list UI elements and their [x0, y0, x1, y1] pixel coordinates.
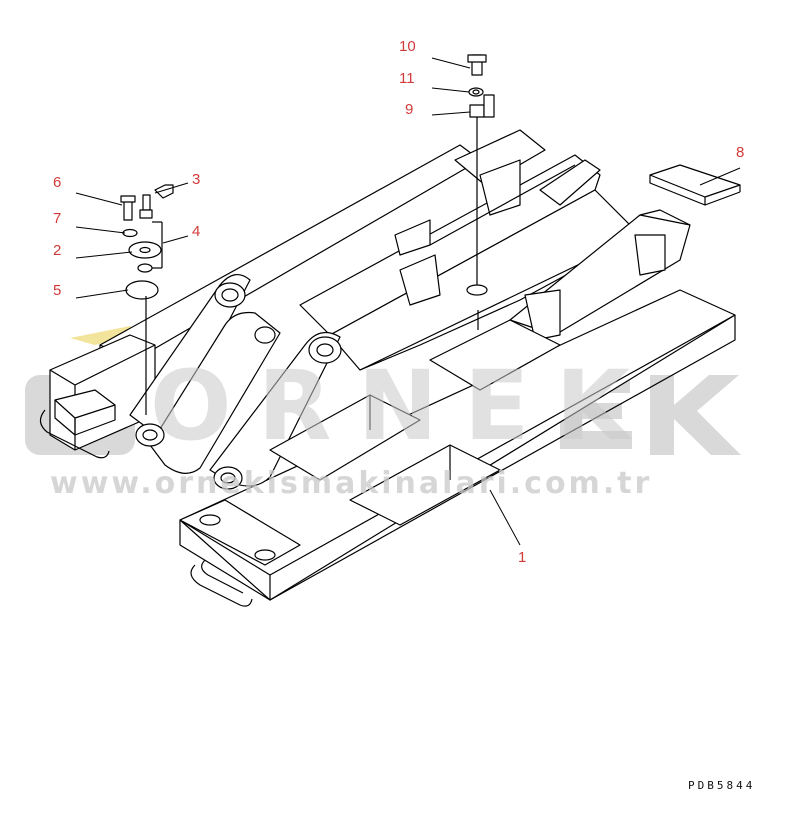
- leader-lines: [75, 57, 741, 546]
- callout-5: 5: [53, 282, 62, 299]
- callout-3: 3: [192, 171, 201, 188]
- callout-11: 11: [399, 70, 415, 87]
- watermark-url: www.ornekismakinalari.com.tr: [50, 466, 653, 501]
- drawing-code: PDB5844: [688, 779, 756, 792]
- callout-9: 9: [405, 101, 414, 118]
- callout-1: 1: [518, 549, 527, 566]
- callout-6: 6: [53, 174, 62, 191]
- watermark-brand: ORNEK: [150, 350, 656, 462]
- machine-frame-lines: [39, 54, 741, 607]
- callout-8: 8: [736, 144, 745, 161]
- callout-7: 7: [53, 210, 62, 227]
- callout-2: 2: [53, 242, 62, 259]
- callout-10: 10: [399, 38, 416, 55]
- callout-4: 4: [192, 223, 201, 240]
